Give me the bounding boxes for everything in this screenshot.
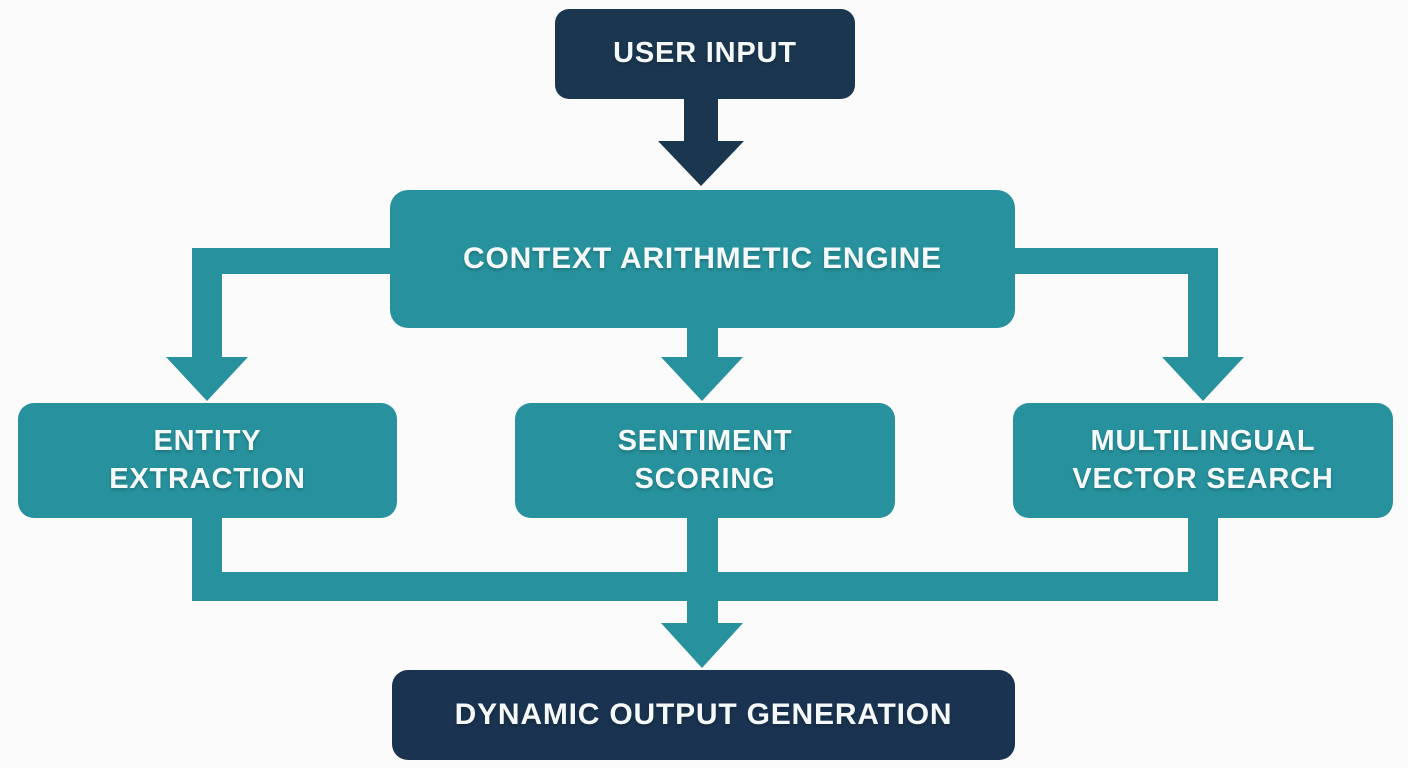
node-entity-extraction: ENTITY EXTRACTION	[18, 403, 397, 518]
connector-context-to-sentiment-shaft	[687, 327, 718, 360]
node-sentiment-scoring-label: SENTIMENT SCORING	[617, 425, 793, 495]
node-context-arithmetic-engine-label: CONTEXT ARITHMETIC ENGINE	[463, 241, 942, 275]
node-multilingual-vector-search-label: MULTILINGUAL VECTOR SEARCH	[1072, 425, 1334, 495]
node-entity-extraction-label: ENTITY EXTRACTION	[109, 425, 306, 495]
node-context-arithmetic-engine: CONTEXT ARITHMETIC ENGINE	[390, 190, 1015, 328]
connector-context-to-multilingual-vertical	[1188, 248, 1218, 360]
arrow-context-to-multilingual-head	[1162, 357, 1244, 401]
node-dynamic-output-generation: DYNAMIC OUTPUT GENERATION	[392, 670, 1015, 760]
connector-merge-to-output-shaft	[687, 517, 718, 625]
node-user-input: USER INPUT	[555, 9, 855, 99]
node-multilingual-vector-search: MULTILINGUAL VECTOR SEARCH	[1013, 403, 1393, 518]
arrow-user-to-context-head	[658, 141, 744, 186]
connector-context-to-multilingual-horizontal	[1015, 248, 1218, 274]
arrow-user-to-context-shaft	[684, 97, 718, 143]
arrow-merge-to-output-head	[661, 623, 743, 668]
node-user-input-label: USER INPUT	[613, 37, 797, 70]
node-dynamic-output-generation-label: DYNAMIC OUTPUT GENERATION	[454, 697, 953, 731]
connector-context-to-entity-vertical	[192, 248, 222, 360]
arrow-context-to-entity-head	[166, 357, 248, 401]
node-sentiment-scoring: SENTIMENT SCORING	[515, 403, 895, 518]
arrow-context-to-sentiment-head	[661, 357, 743, 401]
connector-context-to-entity-horizontal	[192, 248, 390, 274]
